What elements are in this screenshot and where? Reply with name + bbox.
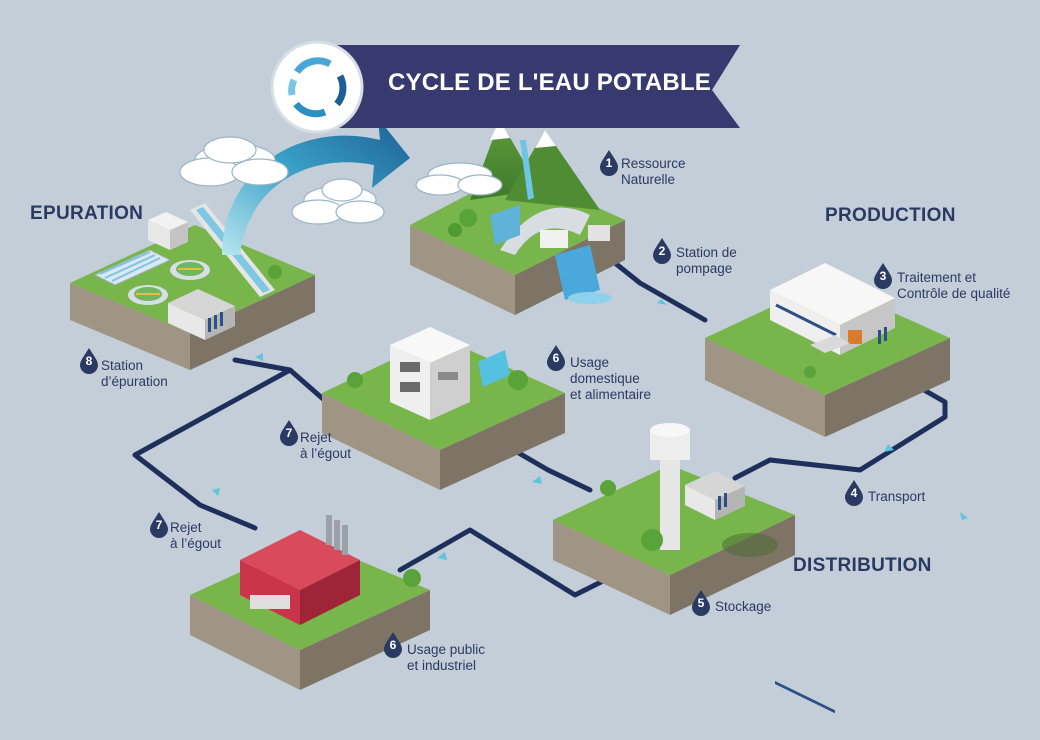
step-number: 3 (879, 269, 887, 283)
step-7-upper-marker: 7 (280, 420, 298, 451)
water-drop-icon (280, 420, 298, 446)
step-6-industrial-label: Usage public et industriel (407, 642, 485, 674)
step-label-line: d’épuration (101, 374, 168, 389)
arrow-icon (212, 488, 220, 496)
step-3-label: Traitement et Contrôle de qualité (897, 270, 1010, 302)
step-4-label: Transport (868, 489, 925, 505)
step-label-line: Contrôle de qualité (897, 286, 1011, 301)
step-7-lower-marker: 7 (150, 512, 168, 543)
step-number: 7 (285, 426, 293, 440)
section-production: PRODUCTION (825, 205, 956, 226)
water-drop-icon (384, 632, 402, 658)
pipe-network (132, 252, 948, 598)
arrow-icon (960, 512, 968, 520)
water-drop-icon (150, 512, 168, 538)
step-6-domestic-marker: 6 (547, 345, 565, 376)
step-6-industrial-marker: 6 (384, 632, 402, 663)
step-4-marker: 4 (845, 480, 863, 511)
tile-usage-industriel (190, 515, 430, 690)
section-distribution: DISTRIBUTION (793, 555, 932, 576)
tile-epuration (70, 203, 315, 370)
cloud-icon (291, 178, 385, 225)
pipe-domestic-to-sewer (232, 357, 333, 408)
step-5-label: Stockage (715, 599, 771, 615)
pipe-sewer-loop (132, 367, 293, 531)
water-drop-icon (600, 150, 618, 176)
step-number: 1 (605, 156, 613, 170)
pipe-treatment-to-distribution (732, 379, 948, 481)
step-6-domestic-label: Usage domestique et alimentaire (570, 355, 651, 403)
step-label-line: à l’égout (300, 446, 352, 461)
water-drop-icon (653, 238, 671, 264)
tile-ressource-naturelle (410, 120, 625, 315)
cloud-icon (179, 136, 289, 187)
tile-distribution (553, 423, 795, 615)
step-label-line: Station (101, 358, 144, 373)
arrow-icon (437, 552, 447, 560)
section-epuration: EPURATION (30, 203, 144, 224)
water-drop-icon (80, 348, 98, 374)
step-label-line: et industriel (407, 658, 477, 673)
tile-usage-domestique (322, 327, 565, 490)
step-1-marker: 1 (600, 150, 618, 181)
step-number: 2 (658, 244, 666, 258)
return-arrow-icon (222, 118, 410, 255)
arrow-icon (884, 444, 894, 452)
step-label-line: à l’égout (170, 536, 222, 551)
step-label-line: Rejet (170, 520, 202, 535)
step-5-marker: 5 (692, 590, 710, 621)
water-drop-icon (547, 345, 565, 371)
cloud-icon (415, 162, 503, 196)
step-number: 4 (850, 486, 858, 500)
step-number: 6 (389, 638, 397, 652)
water-drop-icon (692, 590, 710, 616)
step-label-line: Stockage (715, 599, 772, 614)
pipe-pumping-to-treatment (602, 252, 708, 323)
water-drop-icon (845, 480, 863, 506)
step-3-marker: 3 (874, 263, 892, 294)
step-2-label: Station de pompage (676, 245, 737, 277)
step-label-line: Rejet (300, 430, 332, 445)
step-label-line: Traitement et (897, 270, 977, 285)
water-drop-icon (874, 263, 892, 289)
step-label-line: et alimentaire (570, 387, 652, 402)
step-number: 8 (85, 354, 93, 368)
step-1-label: Ressource Naturelle (621, 156, 686, 188)
step-8-label: Station d’épuration (101, 358, 168, 390)
cycle-icon (288, 57, 347, 118)
title-banner (270, 40, 740, 134)
arrow-icon (255, 353, 263, 361)
step-label-line: pompage (676, 261, 733, 276)
step-number: 6 (552, 351, 560, 365)
step-label-line: Station de (676, 245, 737, 260)
pipe-distribution-to-industrial (397, 527, 628, 598)
flow-arrows (212, 299, 968, 560)
step-7-upper-label: Rejet à l’égout (300, 430, 351, 462)
step-label-line: Ressource (621, 156, 686, 171)
step-7-lower-label: Rejet à l’égout (170, 520, 221, 552)
step-label-line: Naturelle (621, 172, 676, 187)
step-number: 5 (697, 596, 705, 610)
step-label-line: Usage public (407, 642, 486, 657)
step-label-line: Transport (868, 489, 926, 504)
step-number: 7 (155, 518, 163, 532)
step-label-line: Usage (570, 355, 610, 370)
arrow-icon (532, 476, 542, 484)
step-label-line: domestique (570, 371, 640, 386)
step-2-marker: 2 (653, 238, 671, 269)
tile-production (705, 263, 950, 714)
arrow-icon (657, 299, 667, 305)
step-8-marker: 8 (80, 348, 98, 379)
page-title: CYCLE DE L'EAU POTABLE (388, 69, 712, 96)
